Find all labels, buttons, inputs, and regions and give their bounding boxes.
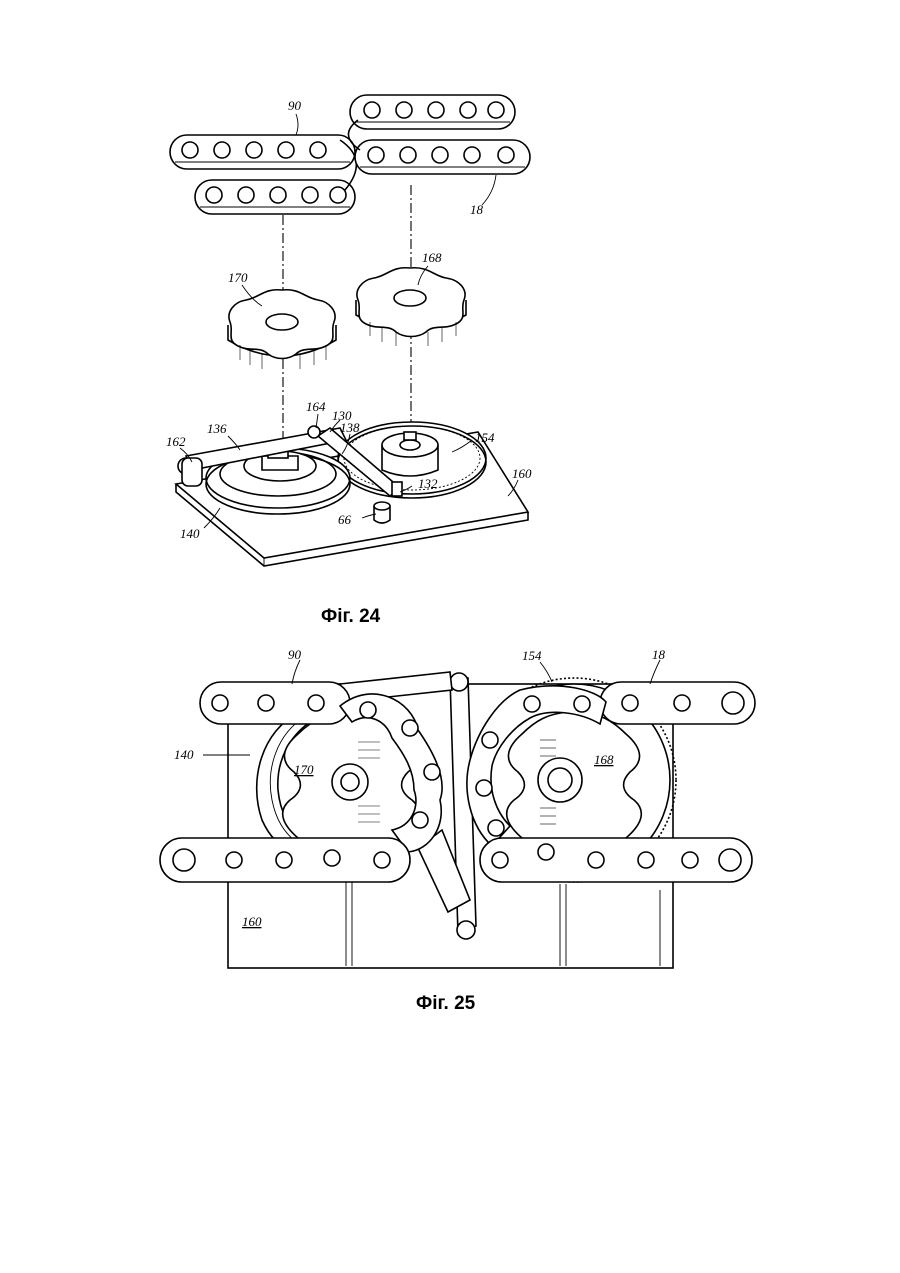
chain-18 xyxy=(348,95,530,174)
sprocket-168 xyxy=(356,268,466,346)
label-170: 170 xyxy=(294,762,314,777)
figure-24-drawing: 90 18 170 168 164 130 136 138 154 162 16… xyxy=(0,85,900,585)
label-18: 18 xyxy=(470,202,484,217)
label-170: 170 xyxy=(228,270,248,285)
label-140: 140 xyxy=(180,526,200,541)
label-140: 140 xyxy=(174,747,194,762)
figure-24-caption: Фіг. 24 xyxy=(321,606,380,628)
label-168: 168 xyxy=(422,250,442,265)
label-18: 18 xyxy=(652,647,666,662)
sprocket-170 xyxy=(228,290,336,369)
label-154: 154 xyxy=(522,648,542,663)
label-136: 136 xyxy=(207,421,227,436)
label-154: 154 xyxy=(475,430,495,445)
chain-90-strand-front xyxy=(195,180,355,214)
label-160: 160 xyxy=(512,466,532,481)
label-164: 164 xyxy=(306,399,326,414)
label-162: 162 xyxy=(166,434,186,449)
chain-bottom-right xyxy=(480,838,752,882)
chain-90 xyxy=(170,135,356,214)
label-66: 66 xyxy=(338,512,352,527)
block-162 xyxy=(182,458,202,486)
sprocket-168 xyxy=(507,712,642,852)
pin-164 xyxy=(308,426,320,438)
label-160: 160 xyxy=(242,914,262,929)
chain-18-strand-front xyxy=(355,140,530,174)
chain-18-strand-back xyxy=(350,95,515,129)
label-138: 138 xyxy=(340,420,360,435)
label-168: 168 xyxy=(594,752,614,767)
chain-18 xyxy=(600,682,755,724)
figure-25-drawing: 90 154 18 140 170 168 160 xyxy=(0,640,900,985)
label-90: 90 xyxy=(288,647,302,662)
chain-90 xyxy=(200,682,350,724)
chain-90-strand-back xyxy=(170,135,355,169)
figure-25-caption: Фіг. 25 xyxy=(416,993,475,1015)
chain-bottom-left xyxy=(160,838,410,882)
label-132: 132 xyxy=(418,476,438,491)
post-132 xyxy=(392,482,402,496)
label-90: 90 xyxy=(288,98,302,113)
post-66 xyxy=(374,502,390,523)
